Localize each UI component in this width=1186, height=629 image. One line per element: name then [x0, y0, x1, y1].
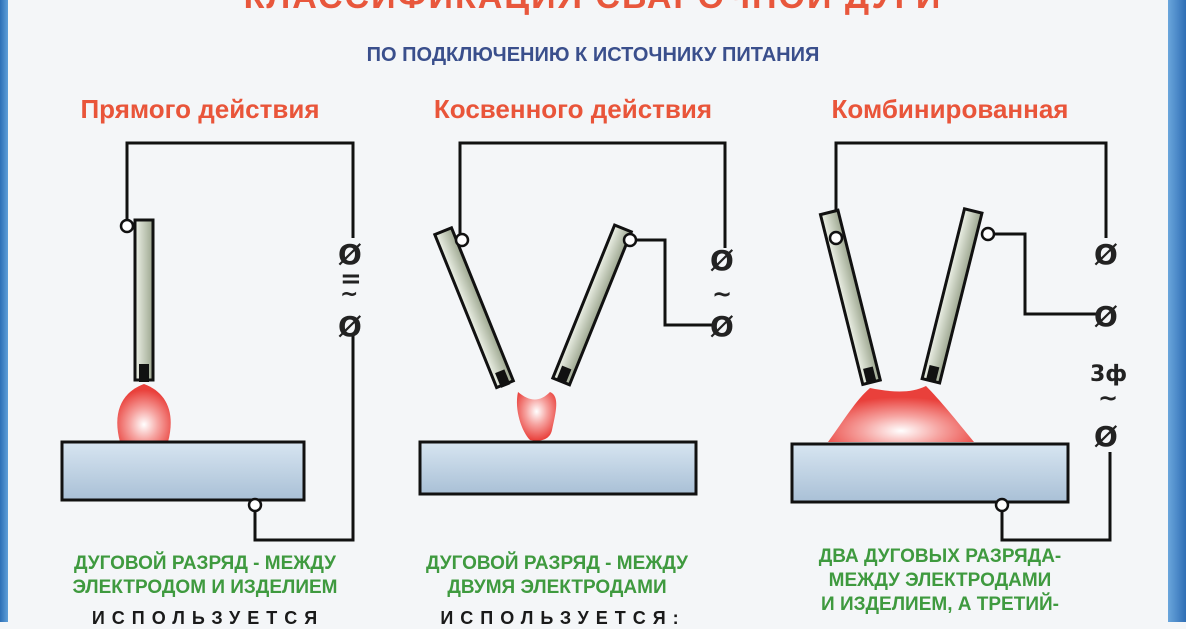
source-terminal-symbol: Ø [1094, 238, 1118, 271]
caption-line: И ИЗДЕЛИЕМ, А ТРЕТИЙ- [821, 594, 1059, 615]
electrode-left [432, 225, 516, 390]
source-terminal-symbol: Ø [710, 244, 734, 277]
arc-flame-icon [516, 392, 557, 441]
dc-symbol: = [340, 264, 362, 294]
electrode-rod [133, 218, 155, 382]
three-phase-label: 3ф [1090, 362, 1128, 387]
arc-flame-icon [828, 386, 974, 442]
electrode-tip [139, 364, 149, 382]
electrode-right [550, 223, 634, 387]
caption-indirect: ДУГОВОЙ РАЗРЯД - МЕЖДУ ДВУМЯ ЭЛЕКТРОДАМИ [344, 552, 770, 600]
diagram-combined [790, 141, 1112, 542]
left-frame-border [0, 0, 8, 622]
poster-subtitle: ПО ПОДКЛЮЧЕНИЮ К ИСТОЧНИКУ ПИТАНИЯ [366, 44, 820, 66]
panel-heading-combined: Комбинированная [831, 94, 1069, 124]
poster-title: КЛАССИФИКАЦИЯ СВАРОЧНОЙ ДУГИ [0, 0, 1186, 17]
ac-symbol: ~ [1098, 384, 1119, 412]
power-terminal-icon [454, 232, 470, 248]
workpiece-plate [418, 440, 698, 496]
electrode-right [920, 206, 984, 385]
power-terminal-icon [994, 497, 1010, 513]
power-terminal-icon [828, 230, 844, 246]
panel-direct: Прямого действия [0, 0, 380, 628]
caption-combined: ДВА ДУГОВЫХ РАЗРЯДА- МЕЖДУ ЭЛЕКТРОДАМИ И… [730, 545, 1150, 617]
source-terminal-symbol: Ø [338, 310, 362, 343]
panel-combined: Комбинированная [770, 0, 1150, 622]
caption-line: ДВУМЯ ЭЛЕКТРОДАМИ [447, 577, 667, 598]
wire-bottom [253, 336, 355, 542]
source-terminal-symbol: Ø [338, 238, 362, 271]
source-terminal-symbol: Ø [1094, 300, 1118, 333]
footer-indirect: ИСПОЛЬЗУЕТСЯ: [440, 608, 686, 628]
caption-line: ДУГОВОЙ РАЗРЯД - МЕЖДУ [73, 553, 336, 574]
wire-bottom [1000, 452, 1112, 542]
footer-direct: ИСПОЛЬЗУЕТСЯ [91, 608, 325, 628]
diagram-indirect [418, 141, 727, 496]
source-terminal-symbol: Ø [710, 310, 734, 343]
panel-heading-indirect: Косвенного действия [433, 94, 713, 124]
caption-direct: ДУГОВОЙ РАЗРЯД - МЕЖДУ ЭЛЕКТРОДОМ И ИЗДЕ… [30, 552, 380, 600]
caption-line: ДУГОВОЙ РАЗРЯД - МЕЖДУ [425, 553, 688, 574]
panel-indirect: Косвенного действия [390, 0, 770, 628]
ac-symbol: ~ [712, 280, 733, 308]
wire-middle [990, 232, 1096, 316]
arc-flame-icon [117, 384, 171, 442]
caption-line: МЕЖДУ ЭЛЕКТРОДАМИ [828, 570, 1052, 591]
wire-top [834, 141, 1108, 238]
workpiece-plate [790, 442, 1070, 504]
caption-line: ДВА ДУГОВЫХ РАЗРЯДА- [818, 546, 1062, 567]
power-terminal-icon [119, 218, 135, 234]
panel-heading-direct: Прямого действия [80, 94, 320, 124]
right-frame-border [1168, 0, 1186, 622]
ac-symbol: ~ [340, 282, 359, 307]
power-terminal-icon [980, 226, 996, 242]
wire-top [125, 141, 355, 238]
workpiece-plate [60, 440, 306, 502]
electrode-left [818, 208, 883, 387]
source-terminal-symbol: Ø [1094, 420, 1118, 453]
caption-line: ЭЛЕКТРОДОМ И ИЗДЕЛИЕМ [72, 577, 338, 598]
power-terminal-icon [622, 232, 638, 248]
power-terminal-icon [247, 497, 263, 513]
wire-top [458, 141, 727, 248]
diagram-direct [60, 141, 355, 542]
wire-right [630, 238, 716, 327]
